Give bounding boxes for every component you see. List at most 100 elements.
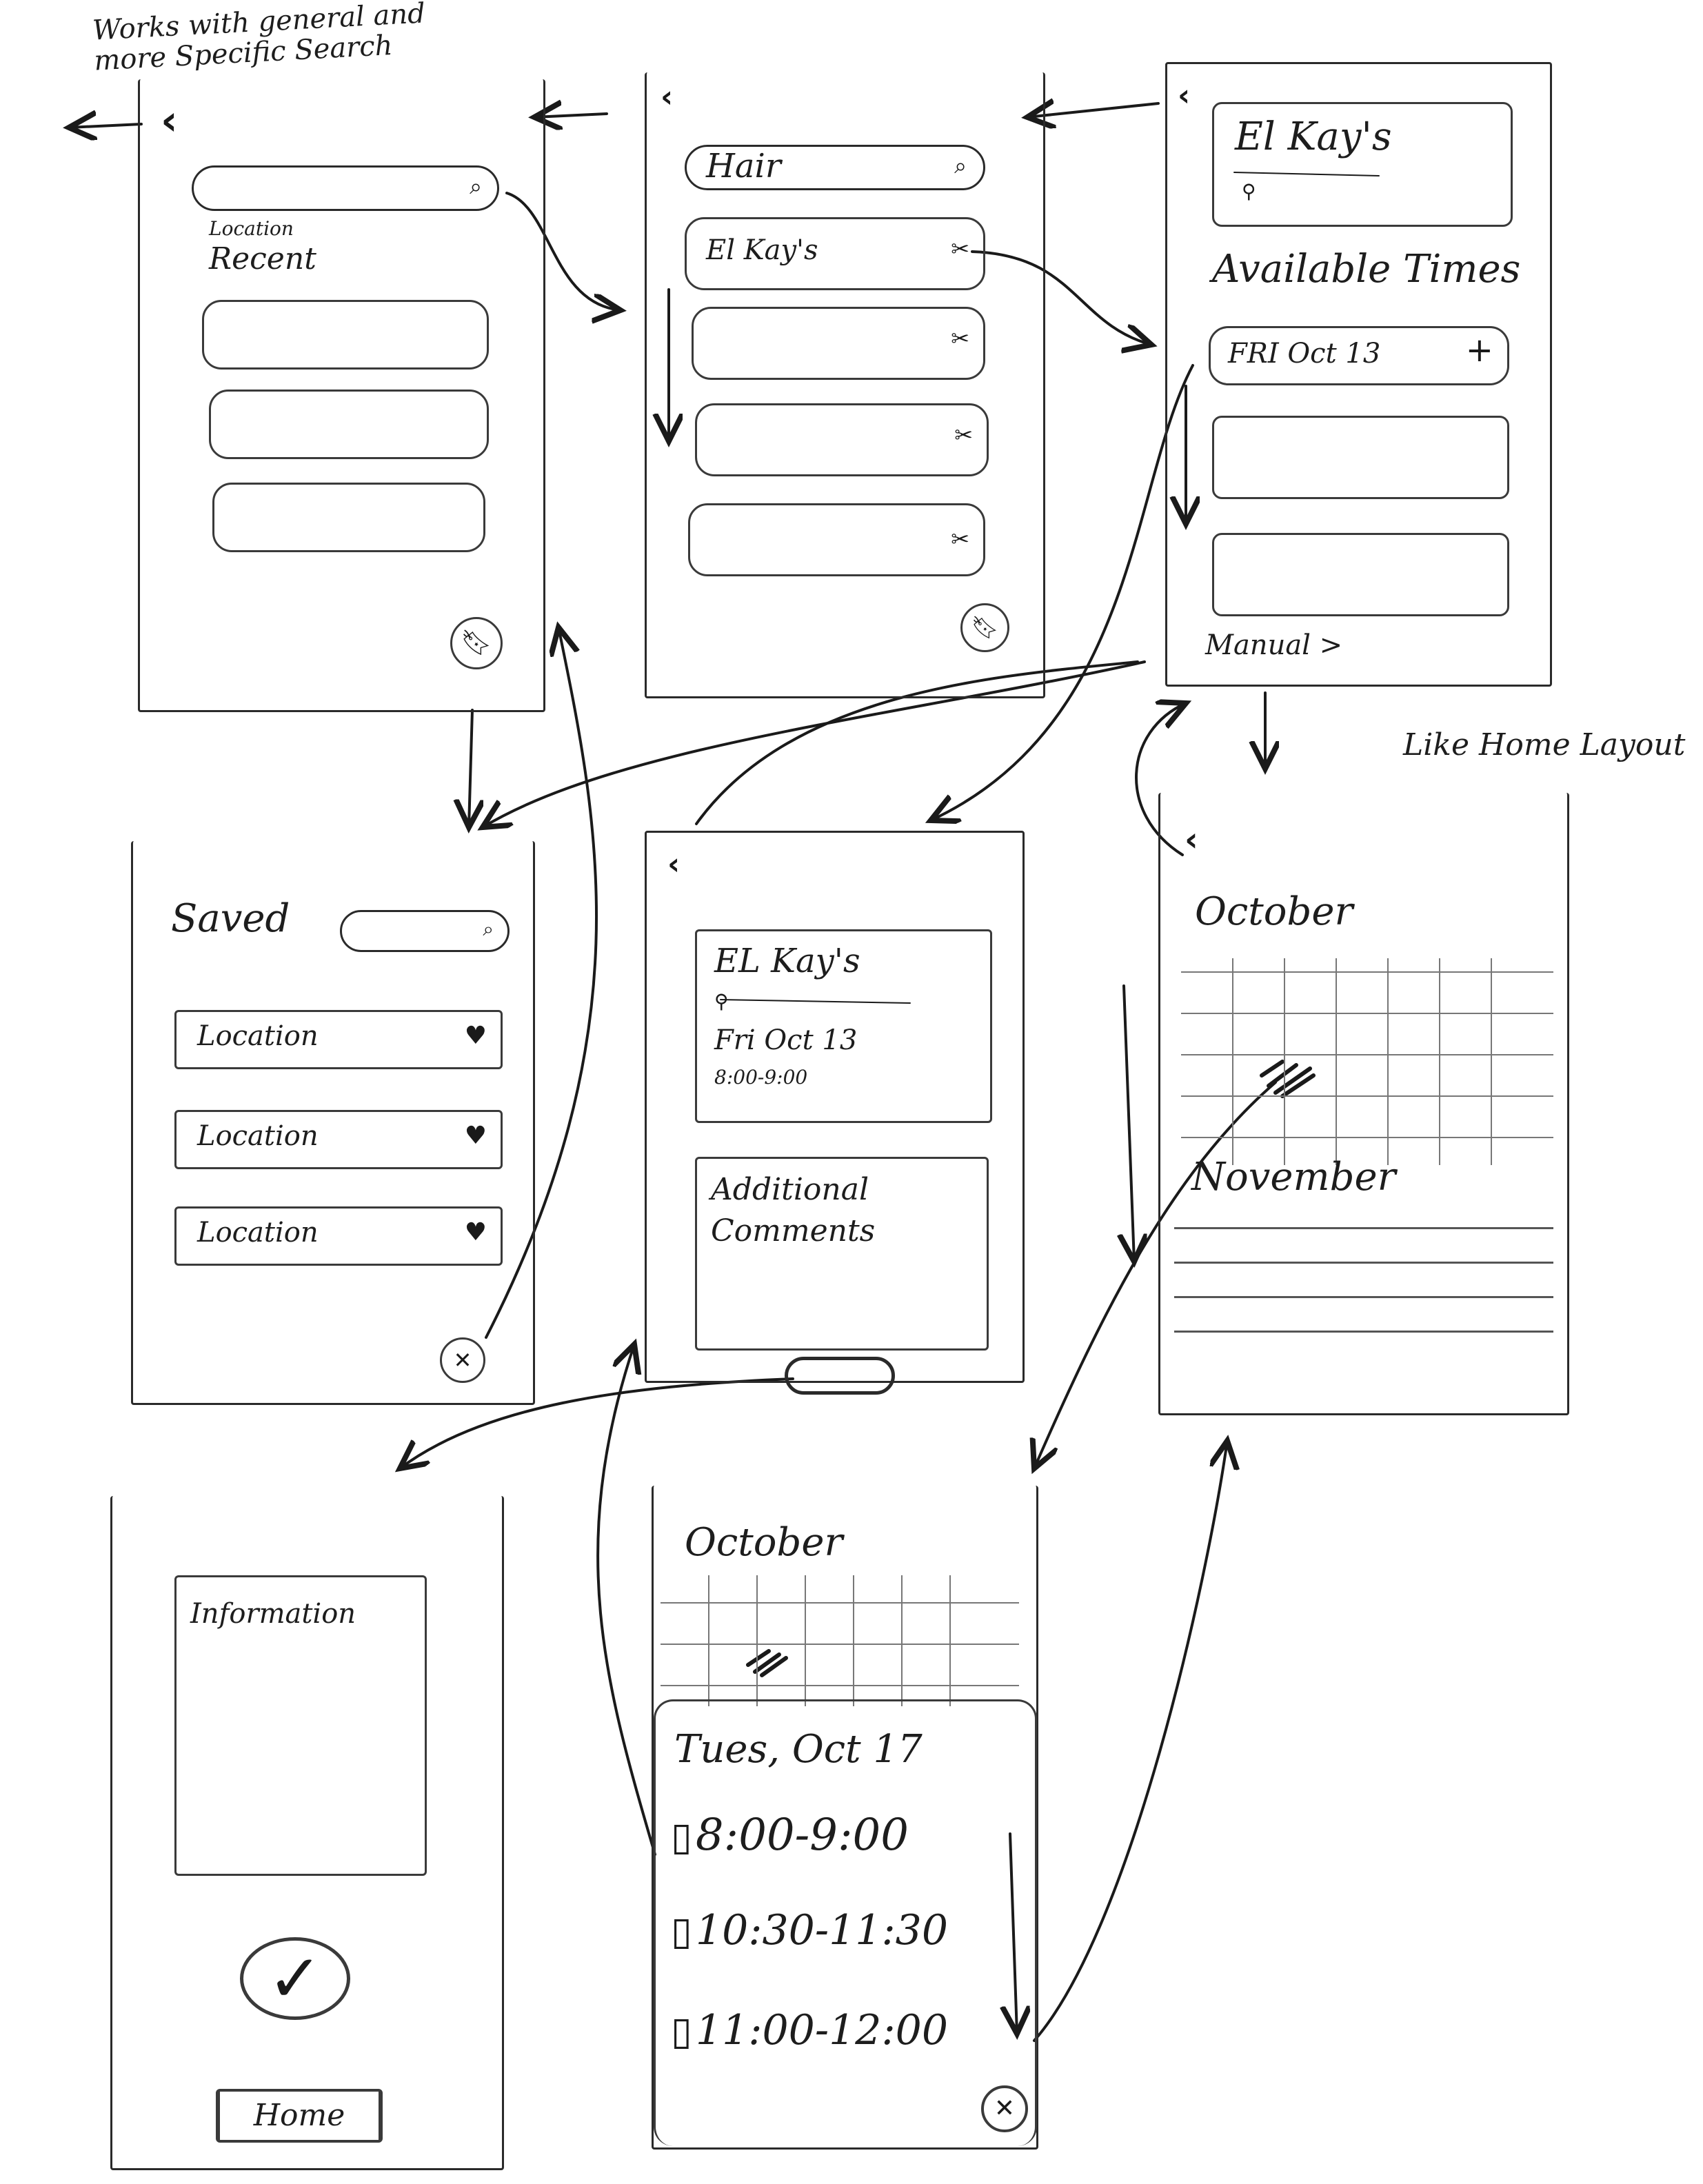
arrow-search-to-results	[505, 192, 621, 310]
home-button-label: Home	[253, 2098, 345, 2133]
arrow-slot-to-detail	[931, 364, 1194, 820]
back-arrow-screen1	[69, 124, 143, 128]
back-chevron-icon[interactable]: ‹	[667, 847, 681, 882]
close-button[interactable]: ✕	[440, 1337, 485, 1383]
calendar-row-line	[1174, 1331, 1553, 1333]
time-option-2[interactable]: ▯ 10:30-11:30	[671, 1906, 948, 1954]
comments-line-1: Additional	[711, 1172, 869, 1207]
back-chevron-icon[interactable]: ‹	[661, 79, 674, 114]
search-icon[interactable]: ⌕	[483, 918, 494, 940]
close-icon: ✕	[453, 1347, 472, 1373]
arrow-day-to-timepicker	[1034, 1081, 1277, 1468]
recent-label: Recent	[209, 241, 316, 276]
arrow-close-to-calendar	[1033, 1441, 1227, 2042]
month-october: October	[685, 1520, 843, 1565]
back-arrow-screen2	[534, 114, 608, 117]
saved-item-2[interactable]: Location ♥	[174, 1110, 503, 1169]
scroll-arrow-timepicker	[1010, 1832, 1017, 2034]
heart-icon[interactable]: ♥	[464, 1122, 487, 1150]
screen-saved: Saved ⌕ Location ♥ Location ♥ Location ♥…	[131, 841, 535, 1405]
saved-item-label: Location	[197, 1217, 319, 1248]
time-slot-3[interactable]	[1212, 533, 1509, 616]
time-option-label: 10:30-11:30	[695, 1906, 949, 1954]
back-chevron-icon[interactable]: ‹	[1178, 78, 1191, 113]
information-panel: Information	[174, 1575, 427, 1876]
close-button[interactable]: ✕	[981, 2085, 1028, 2132]
additional-comments-field[interactable]: Additional Comments	[695, 1157, 989, 1351]
result-item-4[interactable]: ✂	[688, 503, 985, 576]
screen-booking-detail: ‹ EL Kay's ⚲ Fri Oct 13 8:00-9:00 Additi…	[645, 831, 1025, 1395]
saved-search-input[interactable]: ⌕	[340, 910, 510, 952]
search-icon[interactable]: ⌕	[954, 152, 967, 179]
time-slot-1[interactable]: FRI Oct 13 +	[1209, 326, 1509, 385]
heart-icon[interactable]: ♥	[464, 1218, 487, 1246]
calendar-grid-october[interactable]	[1181, 958, 1553, 1165]
booking-time: 8:00-9:00	[714, 1066, 808, 1089]
booking-summary-card: EL Kay's ⚲ Fri Oct 13 8:00-9:00	[695, 929, 992, 1123]
information-text: Information	[190, 1598, 356, 1630]
search-query: Hair	[706, 147, 781, 185]
bookmark-button[interactable]: 🔖︎	[960, 603, 1009, 652]
screen-search: ‹ ⌕ Location Recent 🔖︎	[138, 79, 545, 712]
arrow-result-to-times	[971, 250, 1151, 345]
saved-item-label: Location	[197, 1120, 319, 1152]
home-button[interactable]: Home	[216, 2089, 383, 2143]
time-slot-2[interactable]	[1212, 416, 1509, 499]
arrow-calendar-back	[1135, 703, 1186, 856]
time-option-3[interactable]: ▯ 11:00-12:00	[671, 2006, 948, 2054]
comments-placeholder: Additional Comments	[711, 1169, 875, 1252]
business-name: El Kay's	[1235, 114, 1392, 159]
search-icon[interactable]: ⌕	[470, 173, 482, 199]
time-option-label: 8:00-9:00	[695, 1810, 909, 1861]
result-item-1[interactable]: El Kay's ✂	[685, 217, 985, 290]
plus-icon[interactable]: +	[1465, 331, 1493, 370]
back-arrow-screen3	[1027, 103, 1160, 117]
screen-calendar: ‹ October November	[1158, 793, 1569, 1415]
close-icon: ✕	[994, 2094, 1016, 2123]
calendar-row-line	[1174, 1227, 1553, 1229]
search-input[interactable]: ⌕	[192, 165, 499, 211]
pin-icon: ⚲	[714, 990, 729, 1013]
bookmark-button[interactable]: 🔖︎	[450, 617, 503, 669]
note-like-home-layout: Like Home Layout	[1403, 727, 1686, 762]
recent-item-1[interactable]	[202, 300, 489, 370]
search-input[interactable]: Hair ⌕	[685, 145, 985, 190]
recent-item-3[interactable]	[212, 483, 485, 552]
saved-title: Saved	[171, 896, 290, 941]
selected-day: Tues, Oct 17	[674, 1727, 923, 1772]
back-chevron-icon[interactable]: ‹	[1185, 820, 1198, 859]
bookmark-icon: 🔖︎	[461, 629, 492, 657]
radio-icon[interactable]: ▯	[671, 1909, 692, 1954]
pin-icon: ⚲	[1242, 180, 1256, 203]
manual-link[interactable]: Manual >	[1205, 629, 1343, 661]
saved-item-3[interactable]: Location ♥	[174, 1206, 503, 1266]
selected-day-hatch-2	[746, 1649, 788, 1677]
confirm-button[interactable]	[785, 1357, 895, 1395]
calendar-row-line	[1174, 1262, 1553, 1264]
back-chevron-icon[interactable]: ‹	[161, 97, 178, 145]
calendar-grid-mini[interactable]	[661, 1575, 1019, 1706]
arrow-times-to-saved	[483, 660, 1146, 827]
result-item-3[interactable]: ✂	[695, 403, 989, 476]
scroll-arrow-calendar	[1124, 984, 1134, 1262]
time-option-1[interactable]: ▯ 8:00-9:00	[671, 1810, 909, 1861]
saved-item-1[interactable]: Location ♥	[174, 1010, 503, 1069]
recent-item-2[interactable]	[209, 390, 489, 459]
radio-icon[interactable]: ▯	[671, 1814, 692, 1859]
result-item-2[interactable]: ✂	[692, 307, 985, 380]
time-option-label: 11:00-12:00	[695, 2006, 949, 2054]
screen-available-times: ‹ El Kay's ⚲ Available Times FRI Oct 13 …	[1165, 62, 1552, 687]
arrow-saved-to-search	[485, 627, 598, 1339]
time-sheet	[654, 1699, 1037, 2146]
bookmark-icon: 🔖︎	[971, 614, 999, 640]
month-october: October	[1195, 889, 1353, 934]
arrow-bookmark-to-saved	[469, 709, 472, 827]
selected-day-hatch	[1260, 1060, 1316, 1098]
business-name: EL Kay's	[714, 942, 860, 980]
radio-icon[interactable]: ▯	[671, 2009, 692, 2054]
screen-time-picker: October Tues, Oct 17 ▯ 8:00-9:00 ▯ 10:30…	[652, 1486, 1038, 2150]
heart-icon[interactable]: ♥	[464, 1022, 487, 1050]
section-title: Available Times	[1212, 247, 1521, 292]
screen-results: ‹ Hair ⌕ El Kay's ✂ ✂ ✂ ✂ 🔖︎	[645, 72, 1045, 698]
